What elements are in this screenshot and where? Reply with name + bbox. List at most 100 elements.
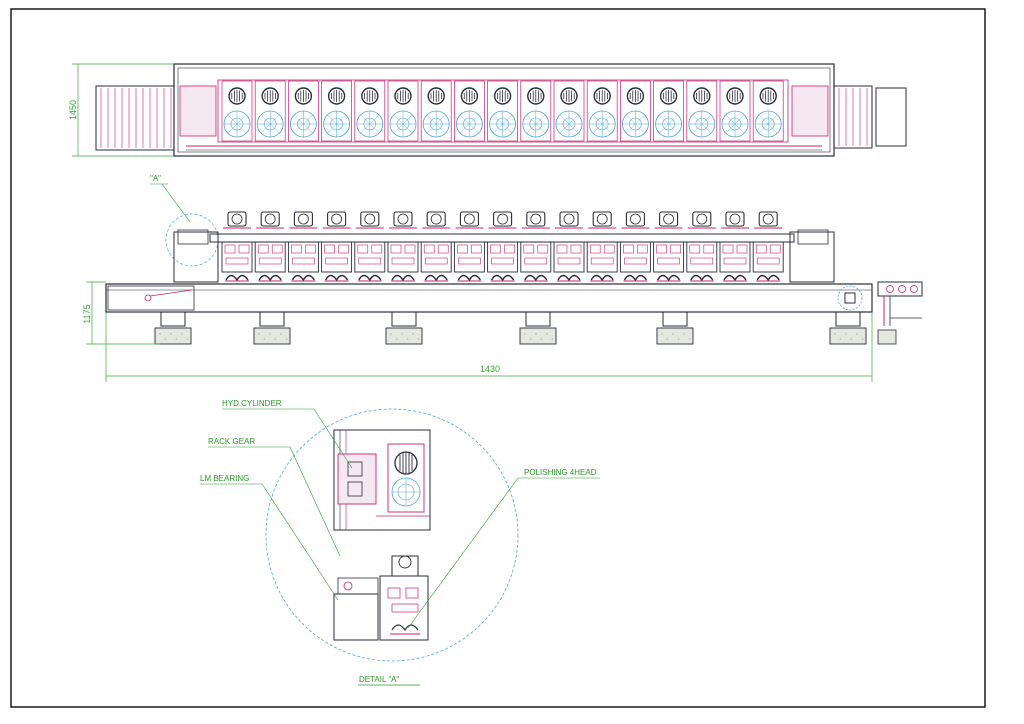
side-polishing-head	[686, 211, 718, 282]
label-rack-gear: RACK GEAR	[208, 437, 255, 446]
motor-wheel-icon	[455, 110, 483, 138]
plan-polishing-head	[620, 80, 651, 142]
motor-wheel-icon	[289, 110, 317, 138]
motor-wheel-icon	[721, 110, 749, 138]
detail-motor-wheel-icon	[391, 477, 421, 507]
fan-grille-icon	[427, 87, 445, 105]
motor-wheel-icon	[323, 110, 351, 138]
plan-polishing-head	[254, 80, 286, 142]
fan-grille-icon	[460, 87, 479, 105]
fan-grille-icon	[493, 87, 512, 105]
side-polishing-head	[420, 211, 452, 282]
plan-polishing-head	[487, 80, 518, 142]
plan-polishing-head	[288, 80, 319, 142]
side-polishing-head	[586, 211, 618, 282]
side-polishing-head	[553, 211, 585, 282]
motor-wheel-icon	[489, 110, 517, 138]
support-pedestal	[519, 311, 557, 345]
plan-polishing-head	[454, 80, 485, 142]
motor-wheel-icon	[522, 110, 550, 138]
detail-fan-grille-icon	[394, 451, 418, 475]
side-polishing-head	[354, 211, 386, 282]
motor-wheel-icon	[389, 110, 417, 138]
fan-grille-icon	[394, 87, 412, 105]
plan-polishing-head	[653, 80, 684, 142]
plan-polishing-head	[586, 80, 618, 142]
motor-wheel-icon	[422, 110, 450, 138]
dimension-overall-length-label: 1430	[480, 364, 500, 374]
side-outfeed-drum	[837, 285, 863, 311]
side-polishing-head	[453, 211, 485, 282]
plan-polishing-head	[420, 80, 452, 142]
dimension-plan-width	[72, 63, 174, 157]
side-polishing-head	[619, 211, 651, 282]
dimension-side-height-label: 1175	[82, 304, 92, 323]
motor-wheel-icon	[754, 110, 782, 138]
plan-polishing-head	[752, 80, 784, 142]
fan-grille-icon	[261, 87, 279, 105]
motor-wheel-icon	[555, 110, 583, 138]
plan-polishing-head	[321, 80, 352, 142]
label-polishing-head: POLISHING 4HEAD	[524, 468, 597, 477]
detail-a-boundary	[265, 408, 519, 662]
motor-wheel-icon	[256, 110, 284, 138]
concrete-footing-icon	[385, 327, 423, 345]
side-bridge-beam	[209, 233, 795, 243]
fan-grille-icon	[527, 87, 545, 105]
concrete-footing-icon	[253, 327, 291, 345]
plan-polishing-head	[553, 80, 585, 142]
detail-side-view	[333, 555, 429, 641]
motor-wheel-icon	[688, 110, 716, 138]
side-conveyor-bed	[105, 283, 873, 313]
motor-wheel-icon	[356, 110, 384, 138]
section-marker-a: "A"	[150, 174, 161, 183]
fan-grille-icon	[294, 87, 313, 105]
detail-plan-view	[333, 429, 431, 531]
side-right-gantry	[789, 231, 835, 283]
fan-grille-icon	[759, 87, 777, 105]
support-pedestal	[385, 311, 423, 345]
fan-grille-icon	[726, 87, 744, 105]
concrete-footing-icon	[519, 327, 557, 345]
concrete-footing-icon	[656, 327, 694, 345]
support-pedestal	[829, 311, 867, 345]
fan-grille-icon	[593, 87, 611, 105]
drawing-border	[10, 8, 986, 708]
fan-grille-icon	[659, 87, 678, 105]
motor-wheel-icon	[588, 110, 616, 138]
side-left-gantry	[173, 231, 219, 283]
side-polishing-head	[287, 211, 319, 282]
side-polishing-head	[719, 211, 751, 282]
side-polishing-head	[321, 211, 353, 282]
motor-wheel-icon	[655, 110, 682, 138]
plan-polishing-head	[686, 80, 718, 142]
side-polishing-head	[221, 211, 253, 282]
motor-wheel-icon	[223, 110, 251, 138]
side-polishing-head	[254, 211, 286, 282]
plan-polishing-head	[354, 80, 386, 142]
plan-left-end-unit	[179, 85, 217, 137]
motor-wheel-icon	[622, 110, 649, 138]
label-lm-bearing: LM BEARING	[200, 474, 249, 483]
plan-outfeed-conveyor	[833, 85, 907, 149]
concrete-footing-icon	[154, 327, 192, 345]
side-polishing-head	[387, 211, 419, 282]
plan-polishing-head	[520, 80, 552, 142]
plan-view: 1450	[68, 63, 907, 157]
footing-outfeed	[877, 329, 897, 345]
support-pedestal	[253, 311, 291, 345]
side-polishing-head	[520, 211, 552, 282]
detail-a: HYD.CYLINDER RACK GEAR LM BEARING POLISH…	[200, 399, 600, 686]
fan-grille-icon	[626, 87, 645, 105]
fan-grille-icon	[228, 87, 246, 105]
dimension-side-height	[86, 281, 160, 345]
fan-grille-icon	[327, 87, 346, 105]
plan-polishing-head	[719, 80, 751, 142]
label-hyd-cylinder: HYD.CYLINDER	[222, 399, 282, 408]
fan-grille-icon	[560, 87, 578, 105]
plan-polishing-head	[387, 80, 419, 142]
side-polishing-head	[487, 211, 519, 282]
dimension-plan-width-label: 1450	[68, 100, 78, 120]
side-outfeed-table	[877, 281, 923, 326]
